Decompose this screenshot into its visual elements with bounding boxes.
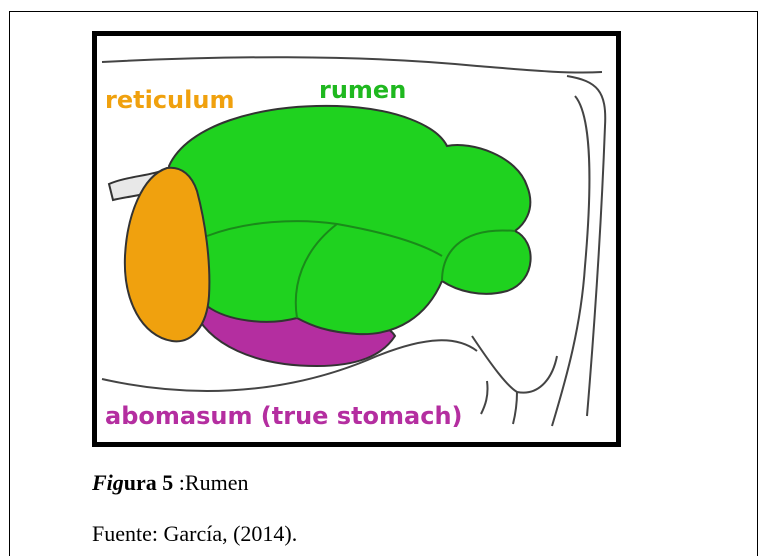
rumen-label: rumen (319, 76, 406, 104)
figure-caption: Figura 5 :Rumen (92, 470, 248, 496)
cow-leg-outline (552, 96, 589, 426)
figure-frame: reticulum rumen abomasum (true stomach) (92, 31, 621, 447)
rumen-shape (169, 106, 531, 334)
abomasum-label: abomasum (true stomach) (105, 402, 463, 430)
reticulum-label: reticulum (105, 86, 234, 114)
figure-source: Fuente: García, (2014). (92, 521, 297, 547)
udder-outline (472, 336, 557, 424)
rumen-diagram: reticulum rumen abomasum (true stomach) (97, 36, 616, 442)
caption-prefix-bold: ura 5 (124, 470, 174, 495)
caption-text: :Rumen (173, 470, 248, 495)
caption-prefix-italic: Fig (92, 470, 124, 495)
cow-back-outline (102, 57, 602, 72)
